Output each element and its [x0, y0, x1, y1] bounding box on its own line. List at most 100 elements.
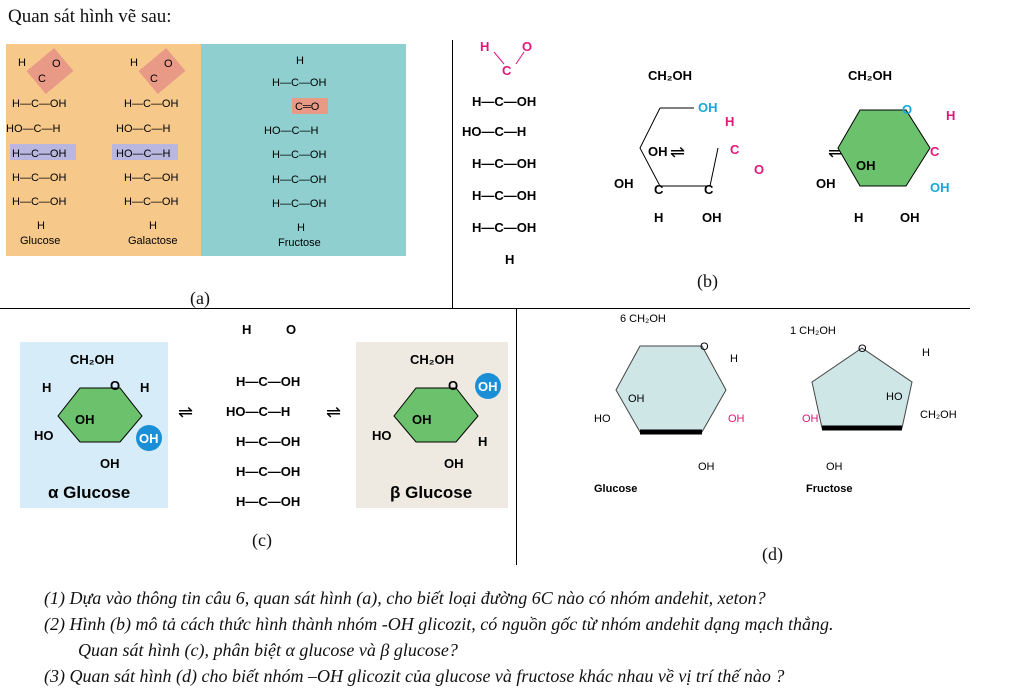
- svg-text:H: H: [42, 380, 51, 395]
- fructose-d-label: Fructose: [806, 483, 852, 495]
- horizontal-divider: [0, 308, 970, 309]
- svg-text:HO—C—H: HO—C—H: [116, 148, 170, 160]
- question-3: (3) Quan sát hình (d) cho biết nhóm –OH …: [44, 666, 785, 686]
- svg-text:1 CH₂OH: 1 CH₂OH: [790, 325, 836, 337]
- svg-text:OH: OH: [100, 456, 120, 471]
- svg-text:H: H: [725, 114, 734, 129]
- svg-text:H—C—OH: H—C—OH: [272, 198, 326, 210]
- forming-ring: CH₂OH OH H C O OH C C OH OH H: [614, 68, 764, 225]
- svg-text:O: O: [164, 58, 173, 70]
- svg-text:H: H: [854, 210, 863, 225]
- svg-text:O: O: [858, 343, 867, 355]
- svg-text:H: H: [730, 353, 738, 365]
- svg-text:HO—C—H: HO—C—H: [226, 404, 290, 419]
- svg-text:H—C—OH: H—C—OH: [472, 188, 536, 203]
- panel-d-label: (d): [762, 544, 783, 564]
- svg-text:C═O: C═O: [295, 101, 320, 113]
- teal-background: [201, 44, 406, 256]
- svg-text:H—C—OH: H—C—OH: [472, 94, 536, 109]
- svg-text:HO: HO: [34, 428, 54, 443]
- svg-text:OH: OH: [412, 412, 432, 427]
- svg-text:H: H: [149, 220, 157, 232]
- fructose-linear: H H—C—OH C═O HO—C—H H—C—OH H—C—OH H—C—OH…: [264, 55, 328, 249]
- svg-text:H: H: [478, 434, 487, 449]
- panel-c-label: (c): [252, 530, 272, 550]
- aldehyde-highlight: [26, 47, 74, 95]
- svg-text:H—C—OH: H—C—OH: [124, 196, 178, 208]
- svg-text:O: O: [700, 341, 709, 353]
- green-hexagon: [837, 109, 931, 187]
- question-1: (1) Dựa vào thông tin câu 6, quan sát hì…: [44, 588, 766, 608]
- svg-text:H: H: [480, 39, 489, 54]
- svg-text:H: H: [505, 252, 514, 267]
- equilibrium-arrow: ⇌: [670, 142, 685, 162]
- svg-text:H—C—OH: H—C—OH: [236, 434, 300, 449]
- svg-text:HO—C—H: HO—C—H: [264, 125, 318, 137]
- svg-text:O: O: [110, 378, 120, 393]
- svg-text:OH: OH: [698, 461, 715, 473]
- linear-glucose-c: H O H—C—OH HO—C—H H—C—OH H—C—OH H—C—OH: [226, 322, 300, 509]
- linear-glucose: H O C H—C—OH HO—C—H H—C—OH H—C—OH H—C—OH…: [462, 39, 536, 267]
- glucose-haworth: 6 CH₂OH O H OH HO OH OH Glucose: [594, 313, 745, 495]
- fructose-haworth: 1 CH₂OH O H OH HO CH₂OH OH Fructose: [790, 325, 957, 495]
- c4-highlight: [10, 144, 76, 160]
- svg-text:H: H: [130, 57, 138, 69]
- svg-text:H: H: [296, 55, 304, 67]
- alpha-ring: [57, 387, 143, 443]
- beta-oh-circle: [475, 373, 501, 399]
- svg-text:OH: OH: [826, 461, 843, 473]
- closed-ring: CH₂OH O H C OH OH OH OH H: [816, 68, 955, 225]
- svg-text:H—C—OH: H—C—OH: [124, 98, 178, 110]
- fructose-label: Fructose: [278, 237, 321, 249]
- galactose-label: Galactose: [128, 235, 178, 247]
- alpha-glucose: CH₂OH O H H OH OH HO OH α Glucose: [34, 352, 162, 502]
- svg-text:O: O: [522, 39, 532, 54]
- ring-bonds: [639, 107, 719, 187]
- svg-text:OH: OH: [648, 144, 668, 159]
- beta-glucose: CH₂OH O OH OH HO H OH β Glucose: [372, 352, 501, 502]
- glucose-ring: [615, 345, 727, 433]
- svg-text:H—C—OH: H—C—OH: [236, 494, 300, 509]
- svg-text:HO—C—H: HO—C—H: [462, 124, 526, 139]
- svg-text:C: C: [150, 73, 158, 85]
- svg-text:CH₂OH: CH₂OH: [920, 409, 957, 421]
- svg-text:C: C: [502, 63, 512, 78]
- svg-text:H—C—OH: H—C—OH: [272, 149, 326, 161]
- glucose-label: Glucose: [20, 235, 60, 247]
- svg-text:C: C: [38, 73, 46, 85]
- svg-text:H—C—OH: H—C—OH: [12, 196, 66, 208]
- svg-text:H: H: [922, 347, 930, 359]
- svg-text:OH: OH: [478, 379, 498, 394]
- panel-b-label: (b): [697, 271, 718, 291]
- svg-text:H—C—OH: H—C—OH: [472, 156, 536, 171]
- svg-text:OH: OH: [900, 210, 920, 225]
- svg-text:H—C—OH: H—C—OH: [124, 172, 178, 184]
- bond: [515, 51, 525, 65]
- svg-text:OH: OH: [802, 413, 819, 425]
- galactose-linear: H C O H—C—OH HO—C—H HO—C—H H—C—OH H—C—OH…: [112, 47, 186, 247]
- svg-text:H: H: [654, 210, 663, 225]
- svg-text:H: H: [297, 222, 305, 234]
- svg-text:H—C—OH: H—C—OH: [12, 172, 66, 184]
- equilibrium-arrow: ⇌: [178, 402, 193, 422]
- svg-text:H: H: [140, 380, 149, 395]
- svg-text:H: H: [242, 322, 251, 337]
- svg-text:CH₂OH: CH₂OH: [848, 68, 892, 83]
- svg-text:OH: OH: [698, 100, 718, 115]
- panel-a-label: (a): [190, 288, 210, 308]
- svg-text:H—C—OH: H—C—OH: [472, 220, 536, 235]
- svg-text:C: C: [704, 182, 714, 197]
- galactose-aldehyde-highlight: [138, 47, 186, 95]
- svg-text:C: C: [730, 142, 740, 157]
- svg-text:C: C: [654, 182, 664, 197]
- question-2-continued: Quan sát hình (c), phân biệt α glucose v…: [78, 640, 458, 660]
- svg-text:H: H: [18, 57, 26, 69]
- panel-a-figure: H C O H—C—OH HO—C—H H—C—OH H—C—OH H—C—OH…: [6, 44, 406, 256]
- svg-text:O: O: [902, 102, 912, 117]
- svg-text:OH: OH: [728, 413, 745, 425]
- svg-text:O: O: [448, 378, 458, 393]
- svg-text:O: O: [52, 58, 61, 70]
- svg-text:H—C—OH: H—C—OH: [272, 174, 326, 186]
- svg-text:CH₂OH: CH₂OH: [70, 352, 114, 367]
- svg-text:CH₂OH: CH₂OH: [410, 352, 454, 367]
